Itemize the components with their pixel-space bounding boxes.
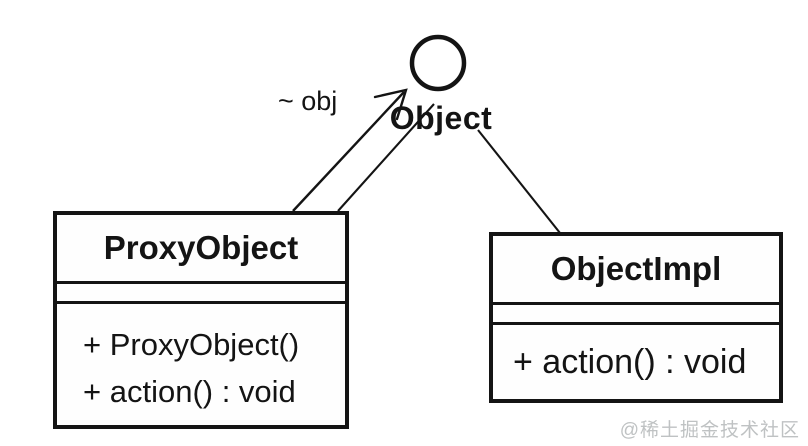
interface-lollipop-circle-icon [409,34,467,92]
methods-compartment: + ProxyObject() + action() : void [57,304,345,425]
method-item: + action() : void [513,343,747,381]
method-item: + action() : void [83,373,296,409]
methods-compartment: + action() : void [493,325,779,399]
watermark-text: @稀土掘金技术社区 [619,420,800,441]
attributes-compartment [493,305,779,325]
association-role-label: ~ obj [278,86,338,116]
realization-line-impl [477,129,561,234]
class-name-header: ProxyObject [57,215,345,284]
realization-line-proxy [337,103,435,212]
class-box-objectimpl: ObjectImpl + action() : void [489,232,783,403]
attributes-compartment [57,284,345,304]
association-arrowhead-icon [373,88,408,121]
class-box-proxyobject: ProxyObject + ProxyObject() + action() :… [53,211,349,429]
interface-name-label: Object [389,100,493,136]
class-name-header: ObjectImpl [493,236,779,305]
association-arrow-shaft [292,91,405,212]
method-item: + ProxyObject() [83,326,300,362]
